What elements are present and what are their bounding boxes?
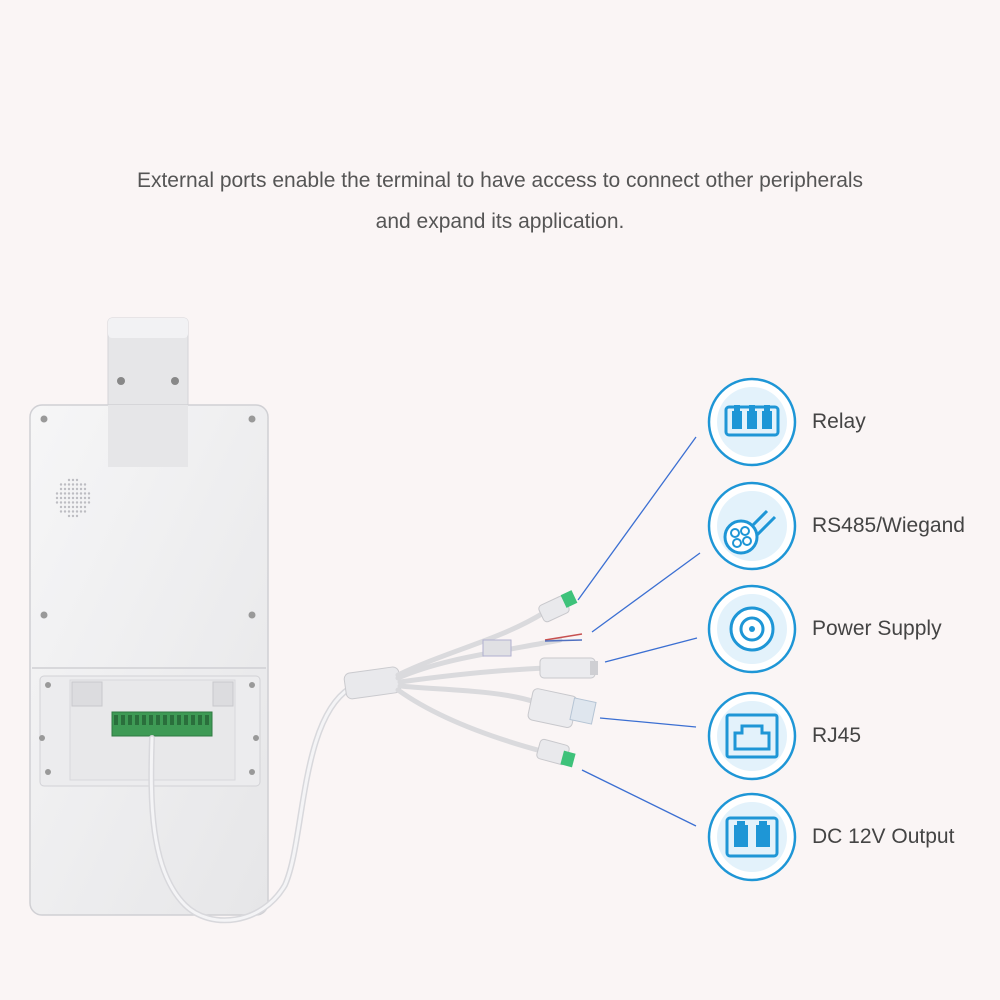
caption-line-1: External ports enable the terminal to ha… bbox=[136, 169, 864, 192]
port-label-rs485-wiegand: RS485/Wiegand bbox=[812, 514, 965, 537]
rj45-connector bbox=[527, 688, 597, 729]
power-jack-icon bbox=[707, 584, 797, 674]
pointer-lines bbox=[577, 436, 701, 827]
relay-connector bbox=[538, 590, 578, 623]
speaker-grille-icon bbox=[55, 478, 91, 518]
caption: External ports enable the terminal to ha… bbox=[0, 160, 1000, 242]
rj45-icon bbox=[707, 691, 797, 781]
wire-bundle-icon bbox=[707, 481, 797, 571]
rs485-wires bbox=[482, 633, 583, 657]
port-label-power-supply: Power Supply bbox=[812, 617, 942, 640]
terminal-block bbox=[111, 711, 213, 737]
power-connector bbox=[539, 657, 598, 679]
dc-output-icon bbox=[707, 792, 797, 882]
dc-output-connector bbox=[536, 738, 576, 768]
terminal-device bbox=[29, 404, 269, 916]
cable-hub bbox=[343, 666, 402, 700]
port-label-dc-12v-output: DC 12V Output bbox=[812, 825, 955, 848]
relay-icon bbox=[707, 377, 797, 467]
port-label-rj45: RJ45 bbox=[812, 724, 862, 747]
caption-line-2: and expand its application. bbox=[375, 210, 625, 233]
branch-cables bbox=[395, 609, 563, 755]
port-label-relay: Relay bbox=[812, 410, 866, 433]
